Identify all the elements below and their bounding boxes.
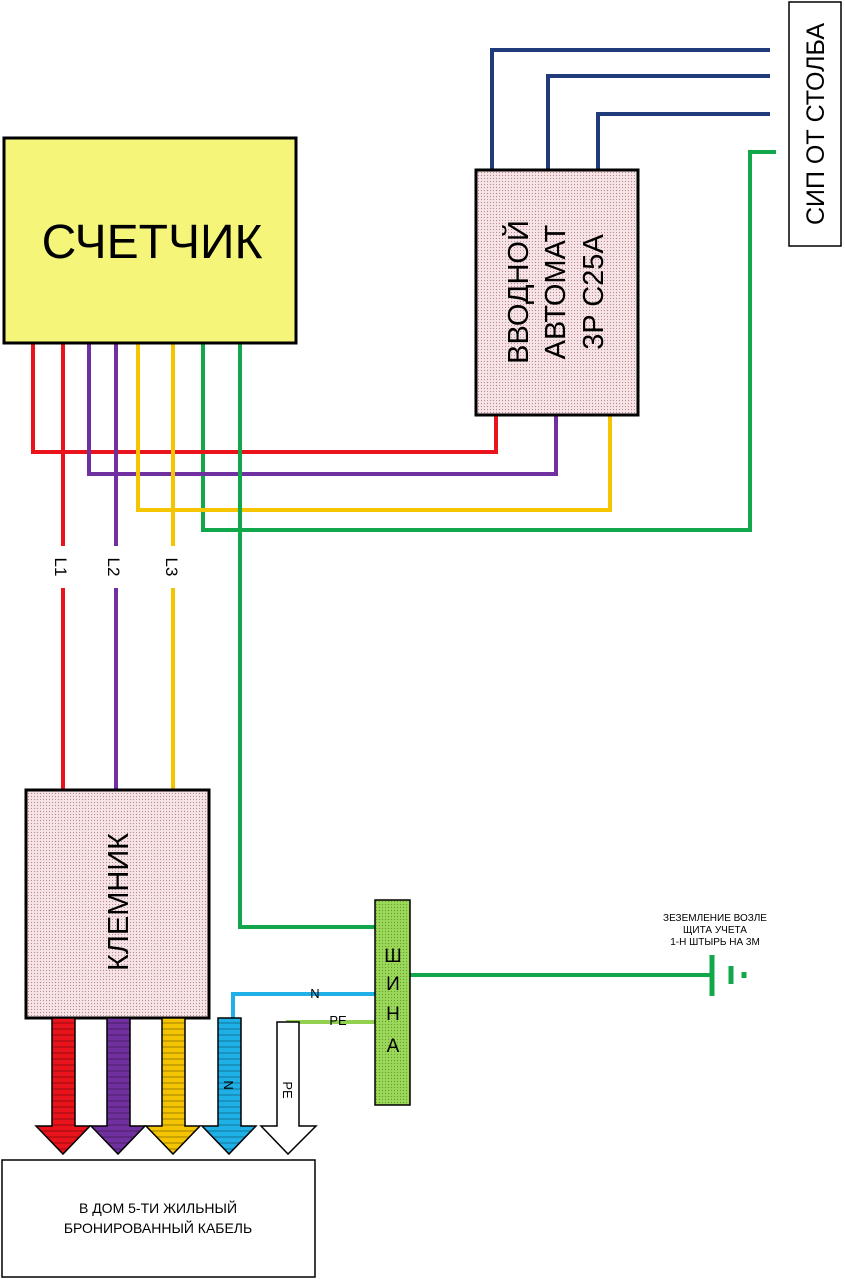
terminal-block: КЛЕМНИК: [24, 788, 211, 1020]
busbar-letter-4: А: [387, 1036, 400, 1057]
meter-box: [2, 136, 298, 345]
house-cable-line-2: БРОНИРОВАННЫЙ КАБЕЛЬ: [64, 1219, 252, 1236]
l3-wire-in: [136, 342, 612, 512]
meter-label: СЧЕТЧИК: [42, 216, 263, 269]
pe-arrow-label: PE: [280, 1081, 295, 1099]
pe-label: PE: [329, 1013, 347, 1028]
busbar-letter-3: Н: [386, 1004, 400, 1025]
house-cable: В ДОМ 5-ТИ ЖИЛЬНЫЙ БРОНИРОВАННЫЙ КАБЕЛЬ: [1, 1159, 316, 1278]
house-cable-box: [1, 1159, 316, 1278]
terminal-block-box: [24, 788, 211, 1020]
busbar-letter-1: Ш: [384, 946, 401, 967]
busbar: Ш И Н А: [374, 899, 411, 1106]
sip-wire-2: [546, 74, 770, 170]
grounding-note-3: 1-Н ШТЫРЬ НА 3М: [670, 937, 760, 948]
neutral-out-wire: [231, 992, 388, 1022]
l1-wire-in: [31, 342, 498, 454]
grounding-note-1: ЗЕЗЕМЛЕНИЕ ВОЗЛЕ: [663, 913, 767, 924]
l2-label: L2: [104, 558, 123, 577]
output-arrows: [34, 1017, 318, 1156]
busbar-letter-2: И: [386, 974, 400, 995]
bus-wires: [231, 973, 712, 1026]
sip-wire-1: [490, 48, 770, 170]
l2-wire-in: [87, 342, 558, 476]
meter: СЧЕТЧИК: [2, 136, 298, 345]
l1-label: L1: [51, 558, 70, 577]
l3-label: L3: [162, 558, 181, 577]
busbar-box: [374, 899, 411, 1106]
ground-icon: [709, 955, 747, 996]
grounding-note-2: ЩИТА УЧЕТА: [683, 925, 747, 936]
meter-breaker-wires: [31, 342, 612, 512]
sip-cable: СИП ОТ СТОЛБА: [788, 1, 842, 247]
terminal-block-label: КЛЕМНИК: [103, 833, 135, 971]
sip-wire-3: [596, 112, 770, 170]
breaker-box: [474, 168, 640, 417]
breaker-label-1: ВВОДНОЙ: [501, 220, 535, 364]
sip-label: СИП ОТ СТОЛБА: [802, 23, 830, 225]
breaker-label-2: АВТОМАТ: [540, 224, 572, 359]
sip-neutral-wire: [201, 150, 776, 532]
n-arrow-label: N: [221, 1080, 236, 1089]
sip-box: [788, 1, 842, 247]
neutral-label: N: [310, 986, 319, 1001]
sip-wires: [201, 48, 776, 532]
neutral-wire-to-busbar: [238, 342, 375, 929]
breaker-label-3: 3P C25A: [578, 234, 610, 350]
house-cable-line-1: В ДОМ 5-ТИ ЖИЛЬНЫЙ: [79, 1199, 237, 1216]
input-breaker: ВВОДНОЙ АВТОМАТ 3P C25A: [474, 168, 640, 417]
pe-arrow: [259, 1021, 318, 1156]
